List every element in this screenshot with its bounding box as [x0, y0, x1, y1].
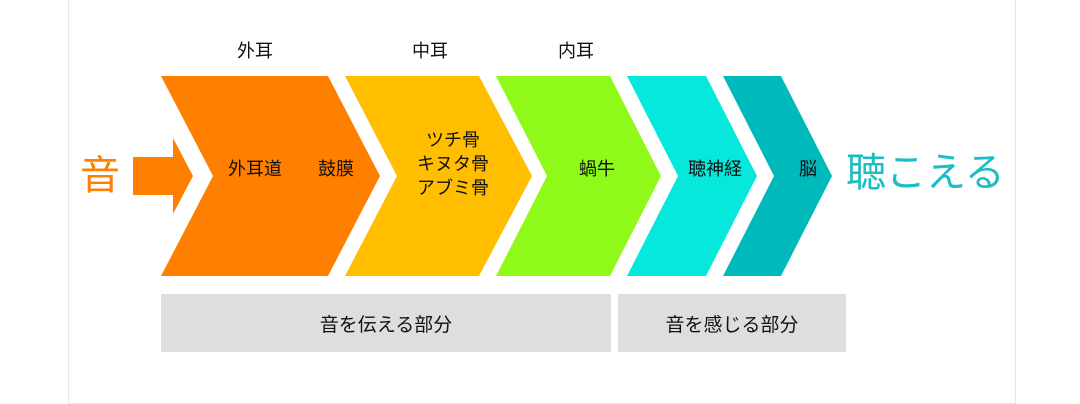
ossicle-incus: キヌタ骨 — [417, 154, 489, 175]
stage-auditory-nerve: 聴神経 — [688, 159, 742, 180]
group-transmit-sound: 音を伝える部分 — [161, 294, 611, 352]
ossicle-stapes: アブミ骨 — [417, 178, 489, 199]
chevron-middle-ear — [345, 76, 532, 276]
chevron-brain — [723, 76, 832, 276]
end-label-hear: 聴こえる — [846, 150, 1005, 196]
label-outer-ear: 外耳 — [237, 41, 273, 62]
ossicle-malleus: ツチ骨 — [426, 130, 480, 151]
label-inner-ear: 内耳 — [558, 41, 594, 62]
chevron-nerve — [627, 76, 757, 276]
stage-ear-canal: 外耳道 — [228, 159, 282, 180]
chevron-inner-ear — [496, 76, 661, 276]
input-arrow — [133, 138, 193, 214]
stage-brain: 脳 — [799, 159, 817, 180]
chevron-outer-ear — [161, 76, 380, 276]
stage-ossicles: ツチ骨 キヌタ骨 アブミ骨 — [417, 129, 489, 201]
label-middle-ear: 中耳 — [412, 41, 448, 62]
stage-eardrum: 鼓膜 — [318, 159, 354, 180]
start-label-sound: 音 — [80, 153, 120, 199]
group-sense-sound: 音を感じる部分 — [618, 294, 846, 352]
stage-cochlea: 蝸牛 — [579, 159, 615, 180]
